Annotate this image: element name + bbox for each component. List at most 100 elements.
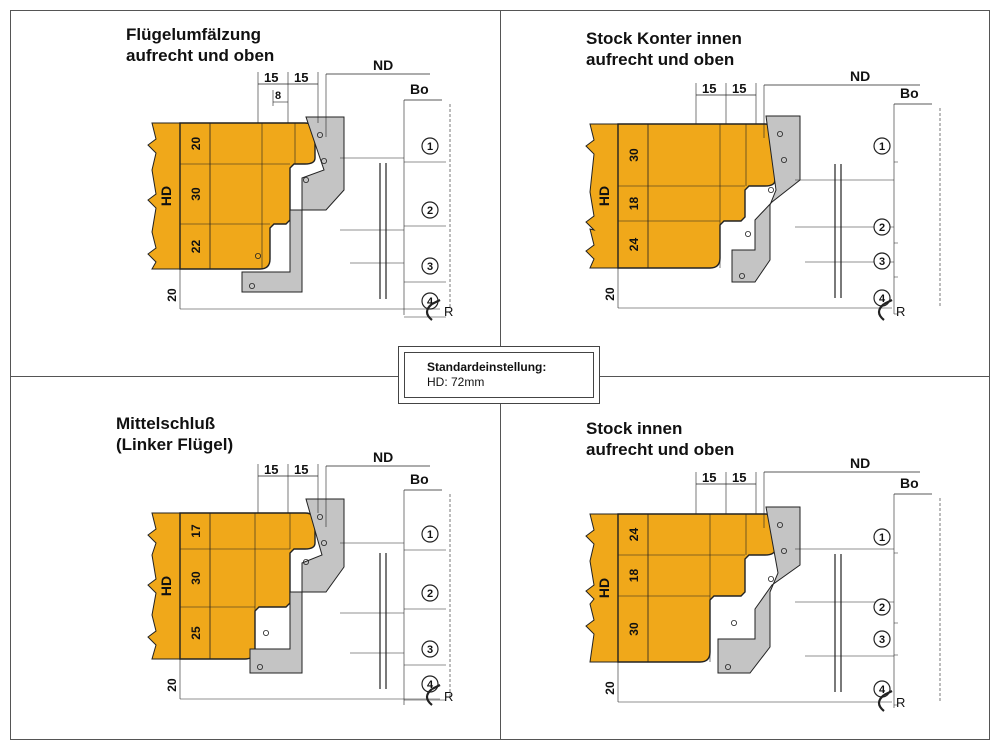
dim-15: 15 [702,81,716,96]
segment-dimension: 20 [189,137,203,151]
bo-label: Bo [410,81,429,97]
cutter-hole [320,157,327,164]
cutter-hole [302,558,309,565]
tool-number: 4 [427,296,434,308]
rotation-arrow-icon [431,684,441,690]
tool-number: 3 [879,256,885,268]
standard-setting-value: HD: 72mm [427,375,485,389]
cutter-hole [256,663,263,670]
segment-dimension: 25 [189,626,203,640]
title-line-1: Stock innen [586,419,683,438]
dim-8: 8 [275,90,281,102]
hd-label: HD [158,186,174,206]
tool-number-circle [421,137,439,155]
tool-number: 4 [879,293,886,305]
tool-number: 1 [427,141,433,153]
segment-dimension: 24 [627,528,641,542]
tool-number-circle [873,630,891,648]
rotation-arrow-icon [425,303,433,321]
dim-15: 15 [294,462,308,477]
cutter-hole [316,513,323,520]
quadrant-top-left: Flügelumfälzung aufrecht und oben HD 20 30… [10,10,500,376]
dim-15: 15 [732,470,746,485]
cutter-hole [744,230,751,237]
segment-dimension: 18 [627,569,641,583]
title-line-2: aufrecht und oben [586,50,735,69]
bottom-dimension: 20 [603,681,617,695]
segment-dimension: 17 [189,524,203,538]
title-line-1: Mittelschluß [116,414,216,433]
standard-setting-label: Standardeinstellung: [427,360,547,374]
dim-15: 15 [732,81,746,96]
segment-dimension: 30 [189,187,203,201]
rotation-arrow-icon [877,694,885,712]
tool-number-circle [421,525,439,543]
tool-number: 3 [427,644,433,656]
segment-dimension: 22 [189,240,203,254]
tool-number: 1 [879,141,885,153]
segment-dimension: 30 [627,148,641,162]
segment-dimension: 18 [627,197,641,211]
tool-number: 2 [427,588,433,600]
dim-15: 15 [294,70,308,85]
title-line-2: (Linker Flügel) [116,435,234,454]
box-bevel [404,352,594,398]
tool-number: 2 [427,205,433,217]
cutter-hole [767,186,774,193]
tool-number: 4 [879,684,886,696]
cutter-hole [254,252,261,259]
title-line-1: Flügelumfälzung [126,25,262,44]
segment-dimension: 30 [189,571,203,585]
hd-label: HD [158,576,174,596]
hd-label: HD [596,186,612,206]
tool-number: 1 [879,532,885,544]
cutter-hole [320,539,327,546]
standard-setting-box: Standardeinstellung: HD: 72mm [398,346,600,404]
segment-dimension: 30 [627,622,641,636]
rotation-arrow-icon [883,690,893,696]
quadrant-title: Mittelschluß (Linker Flügel) [116,413,233,455]
wood-edge [147,122,181,270]
quadrant-title: Flügelumfälzung aufrecht und oben [126,24,274,66]
dim-15: 15 [264,70,278,85]
tool-number-circle [873,137,891,155]
wood-edge [585,513,619,663]
cutter-profile [241,116,345,293]
bo-label: Bo [410,471,429,487]
r-label: R [896,304,905,319]
r-label: R [896,695,905,710]
rotation-arrow-icon [431,299,441,305]
cutter-hole [248,282,255,289]
quadrant-bottom-left: Mittelschluß (Linker Flügel) HD 17 30 25 20 1… [10,377,500,743]
bottom-dimension: 20 [165,678,179,692]
tool-number-circle [421,584,439,602]
cutter-hole [780,547,787,554]
rotation-arrow-icon [877,303,885,321]
cutter-hole [730,619,737,626]
rotation-arrow-icon [425,688,433,706]
tool-number: 3 [879,634,885,646]
tool-number-circle [421,257,439,275]
dim-15: 15 [264,462,278,477]
tool-number-circle [873,598,891,616]
tool-number: 1 [427,529,433,541]
tool-number-circle [421,640,439,658]
tool-number-circle [873,218,891,236]
bo-label: Bo [900,475,919,491]
r-label: R [444,304,453,319]
dim-15: 15 [702,470,716,485]
cutter-hole [316,132,323,139]
tool-number-circle [873,528,891,546]
nd-label: ND [850,455,870,471]
cutter-hole [724,663,731,670]
cutter-profile [249,498,345,674]
wood-edge [147,512,181,660]
tool-number: 4 [427,679,434,691]
cutter-hole [302,176,309,183]
cutter-hole [767,575,774,582]
